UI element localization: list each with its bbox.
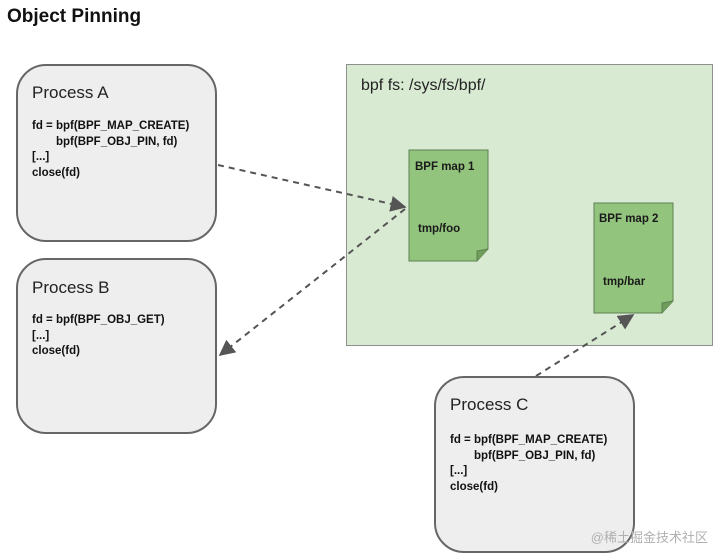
- code-line: fd = bpf(BPF_OBJ_GET): [32, 314, 165, 326]
- watermark-text: @稀土掘金技术社区: [590, 530, 708, 545]
- code-line: bpf(BPF_OBJ_PIN, fd): [474, 449, 596, 462]
- process-a-box: Process A fd = bpf(BPF_MAP_CREATE) bpf(B…: [16, 64, 217, 242]
- arrow-map1-to-b: [218, 208, 406, 356]
- code-line: close(fd): [450, 480, 498, 493]
- process-c-title: Process C: [450, 395, 529, 414]
- process-b-code: fd = bpf(BPF_OBJ_GET) [...] close(fd): [32, 313, 165, 360]
- code-line: close(fd): [32, 166, 80, 179]
- watermark: @稀土掘金技术社区: [591, 527, 708, 546]
- process-b-title: Process B: [32, 278, 110, 297]
- diagram-title: Object Pinning: [7, 6, 142, 27]
- code-line: bpf(BPF_OBJ_PIN, fd): [56, 135, 178, 148]
- process-b-box: Process B fd = bpf(BPF_OBJ_GET) [...] cl…: [16, 258, 217, 434]
- code-line: fd = bpf(BPF_MAP_CREATE): [450, 434, 608, 446]
- code-line: [...]: [450, 465, 468, 477]
- code-line: close(fd): [32, 345, 80, 357]
- bpf-map-2-path: tmp/bar: [603, 276, 646, 288]
- process-c-box: Process C fd = bpf(BPF_MAP_CREATE) bpf(B…: [434, 376, 635, 553]
- code-line: fd = bpf(BPF_MAP_CREATE): [32, 120, 190, 132]
- bpf-map-1-name: BPF map 1: [415, 161, 475, 173]
- code-line: [...]: [32, 329, 50, 342]
- process-a-code: fd = bpf(BPF_MAP_CREATE) bpf(BPF_OBJ_PIN…: [32, 119, 189, 181]
- process-c-code: fd = bpf(BPF_MAP_CREATE) bpf(BPF_OBJ_PIN…: [450, 433, 607, 495]
- bpf-fs-label: bpf fs: /sys/fs/bpf/: [361, 77, 486, 94]
- arrow-c-to-map2: [535, 314, 635, 377]
- process-a-title: Process A: [32, 83, 109, 102]
- bpf-map-1-path: tmp/foo: [418, 223, 461, 235]
- bpf-map-2-name: BPF map 2: [599, 213, 659, 225]
- code-line: [...]: [32, 151, 50, 163]
- arrow-a-to-map1: [217, 164, 407, 212]
